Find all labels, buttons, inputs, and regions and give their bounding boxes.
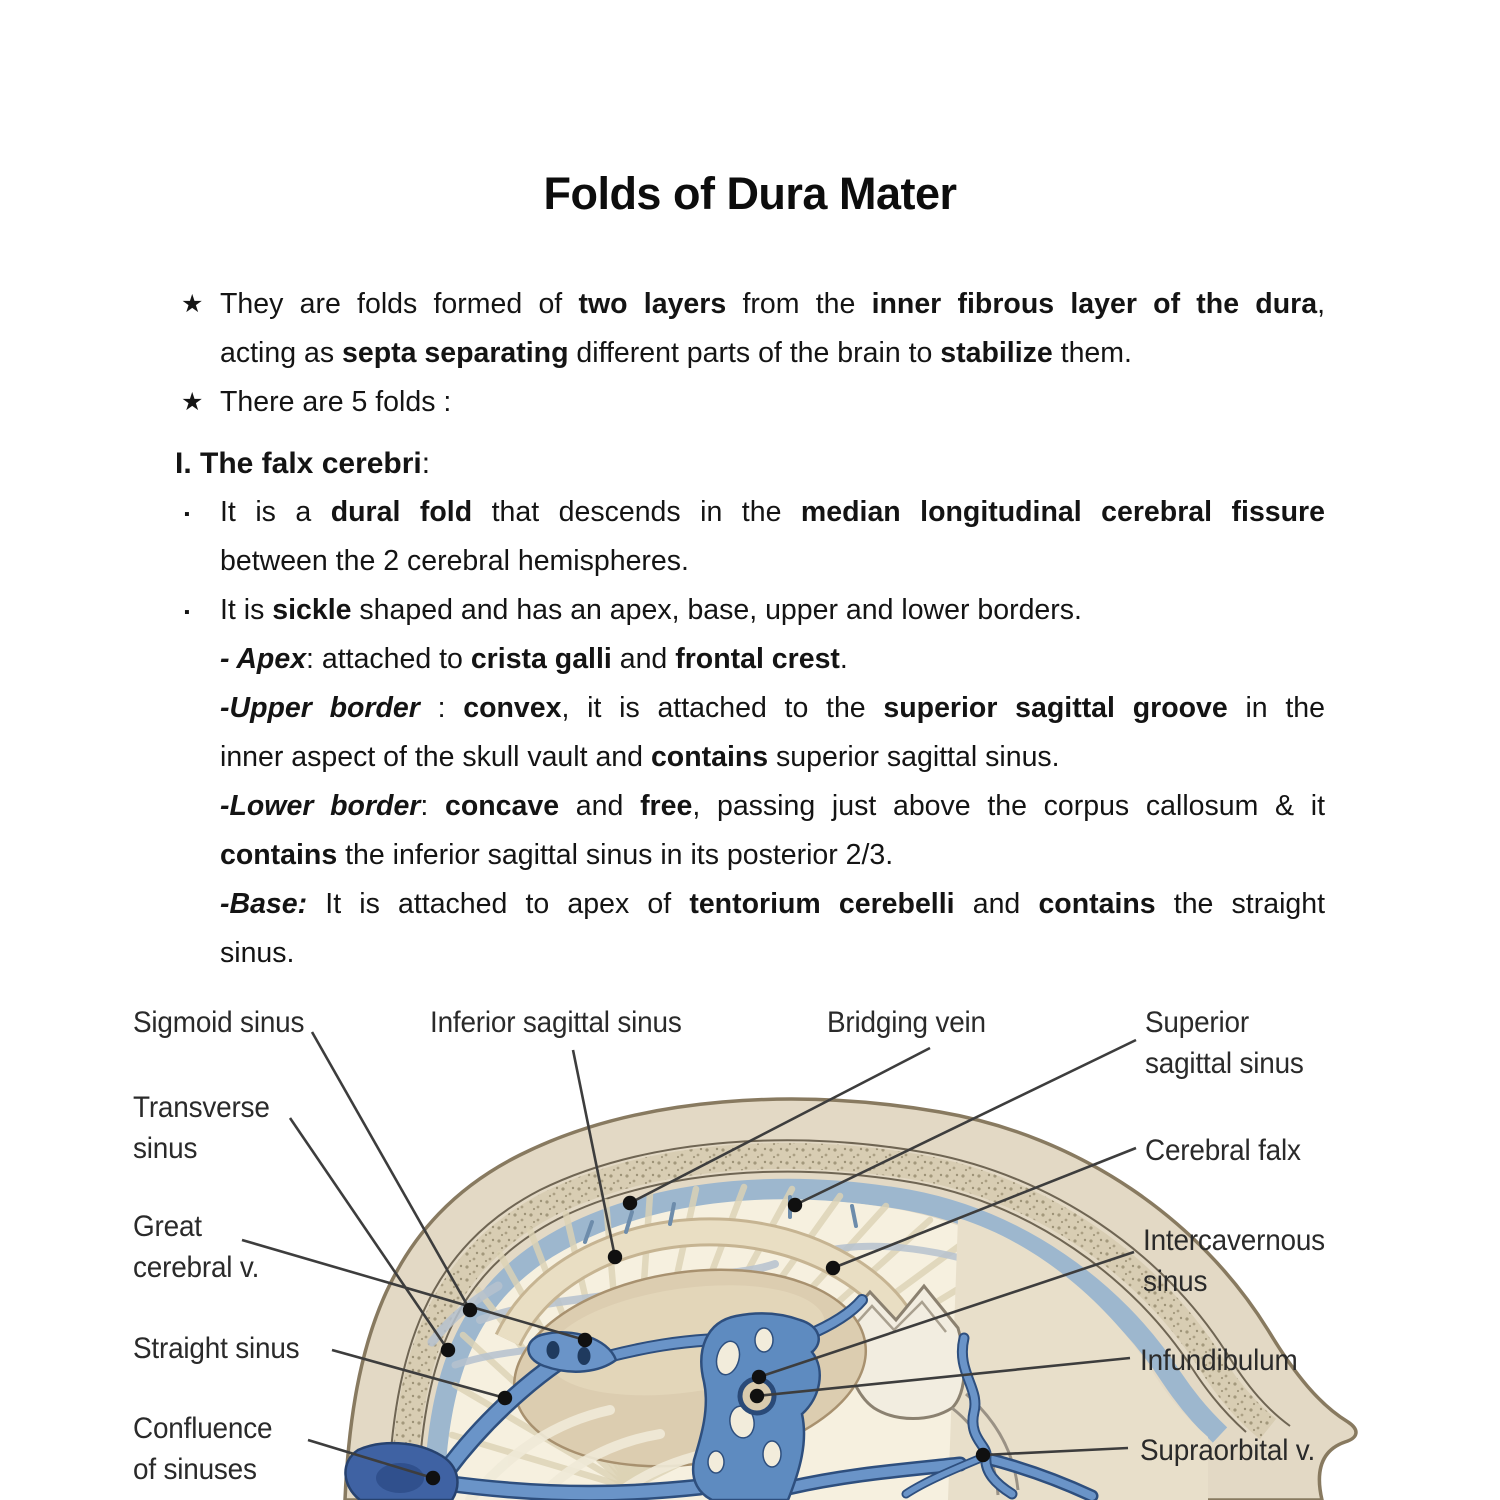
doc-line: acting as septa separating different par… [175, 329, 1325, 378]
leader-straight-sinus [331, 1348, 506, 1400]
doc-line: ★ There are 5 folds : [175, 378, 1325, 427]
leader-dots [425, 1195, 991, 1486]
line-text: -Upper border : convex, it is attached t… [220, 692, 1325, 724]
dot-superior-sagittal-sinus [787, 1197, 803, 1213]
label-straight-sinus: Straight sinus [133, 1332, 300, 1365]
doc-line: ★ They are folds formed of two layers fro… [175, 280, 1325, 329]
leader-great-cerebral-v [241, 1238, 586, 1342]
dot-cerebral-falx [825, 1260, 841, 1276]
square-bullet-icon: ▪ [184, 604, 190, 621]
skull-diploe-band [390, 1142, 1277, 1500]
label-inferior-sagittal-sinus: Inferior sagittal sinus [430, 1006, 682, 1039]
line-text: I. The falx cerebri: [175, 447, 431, 480]
leader-cerebral-falx [832, 1146, 1137, 1270]
star-bullet-icon: ★ [181, 388, 204, 416]
dot-confluence-of-sinuses [425, 1470, 441, 1486]
star-bullet-icon: ★ [181, 290, 204, 318]
skull-inner-table-line [387, 1139, 1291, 1500]
doc-line: -Upper border : convex, it is attached t… [175, 684, 1325, 733]
leader-transverse-sinus [288, 1117, 450, 1351]
leader-lines [241, 1031, 1137, 1480]
leader-sigmoid-sinus [310, 1031, 472, 1311]
line-text: They are folds formed of two layers from… [220, 288, 1325, 320]
dot-inferior-sagittal-sinus [607, 1249, 623, 1265]
label-sigmoid-sinus: Sigmoid sinus [133, 1006, 305, 1039]
dot-intercavernous-sinus [751, 1369, 767, 1385]
section-heading: I. The falx cerebri: [175, 439, 1325, 488]
line-text: -Lower border: concave and free, passing… [220, 790, 1326, 822]
line-text: inner aspect of the skull vault and cont… [220, 741, 1060, 773]
leader-superior-sagittal-sinus [794, 1038, 1137, 1207]
dot-bridging-vein [622, 1195, 638, 1211]
line-text: - Apex: attached to crista galli and fro… [220, 643, 848, 675]
venous-channels [436, 1294, 1099, 1500]
doc-line: sinus. [175, 929, 1325, 978]
page-title: Folds of Dura Mater [543, 168, 957, 219]
doc-line: -Lower border: concave and free, passing… [175, 782, 1325, 831]
label-bridging-vein: Bridging vein [827, 1006, 986, 1039]
doc-line: - Apex: attached to crista galli and fro… [175, 635, 1325, 684]
document-body: ★ They are folds formed of two layers fro… [175, 280, 1325, 978]
frontal-crest-inner-line [851, 1300, 947, 1333]
transverse-sinus-channel [439, 1477, 706, 1500]
dot-supraorbital-v [975, 1447, 991, 1463]
line-text: sinus. [220, 937, 295, 969]
doc-line: inner aspect of the skull vault and cont… [175, 733, 1325, 782]
line-text: There are 5 folds : [220, 386, 452, 418]
line-text: contains the inferior sagittal sinus in … [220, 839, 894, 871]
superior-sagittal-sinus-band [423, 1178, 1228, 1500]
dura-venous-sinuses-illustration [241, 1031, 1358, 1500]
leader-inferior-sagittal-sinus [571, 1049, 617, 1258]
line-text: It is sickle shaped and has an apex, bas… [220, 594, 1082, 626]
line-text: acting as septa separating different par… [220, 337, 1132, 369]
line-text: between the 2 cerebral hemispheres. [220, 545, 689, 577]
leader-confluence-of-sinuses [307, 1438, 434, 1480]
dot-sigmoid-sinus [462, 1302, 478, 1318]
doc-line: ▪ It is sickle shaped and has an apex, ba… [175, 586, 1325, 635]
straight-sinus-channel [440, 1355, 565, 1477]
doc-line: -Base: It is attached to apex of tentori… [175, 880, 1325, 929]
great-cerebral-vein-channel [605, 1335, 713, 1361]
vein-opening-1 [546, 1341, 560, 1359]
square-bullet-icon: ▪ [184, 506, 190, 523]
corpus-callosum-arc [497, 1220, 912, 1346]
leader-bridging-vein [629, 1046, 931, 1205]
dot-great-cerebral-v [577, 1332, 593, 1348]
label-supraorbital-v: Supraorbital v. [1140, 1434, 1316, 1467]
web-holes [707, 1327, 782, 1474]
leader-intercavernous-sinus [758, 1250, 1135, 1379]
dot-infundibulum [749, 1388, 765, 1404]
doc-line: ▪ It is a dural fold that descends in the… [175, 488, 1325, 537]
doc-line: contains the inferior sagittal sinus in … [175, 831, 1325, 880]
frontal-bone-interior [948, 1218, 1208, 1500]
vein-opening-2 [577, 1347, 591, 1365]
dot-transverse-sinus [440, 1342, 456, 1358]
doc-line: between the 2 cerebral hemispheres. [175, 537, 1325, 586]
label-cerebral-falx: Cerebral falx [1145, 1134, 1301, 1167]
dot-straight-sinus [497, 1390, 513, 1406]
label-infundibulum: Infundibulum [1140, 1344, 1298, 1377]
line-text: It is a dural fold that descends in the … [220, 496, 1325, 528]
leader-supraorbital-v [982, 1446, 1129, 1457]
line-text: -Base: It is attached to apex of tentori… [220, 888, 1326, 920]
leader-infundibulum [756, 1356, 1131, 1398]
skull-diploe-inner-line [417, 1170, 1247, 1500]
